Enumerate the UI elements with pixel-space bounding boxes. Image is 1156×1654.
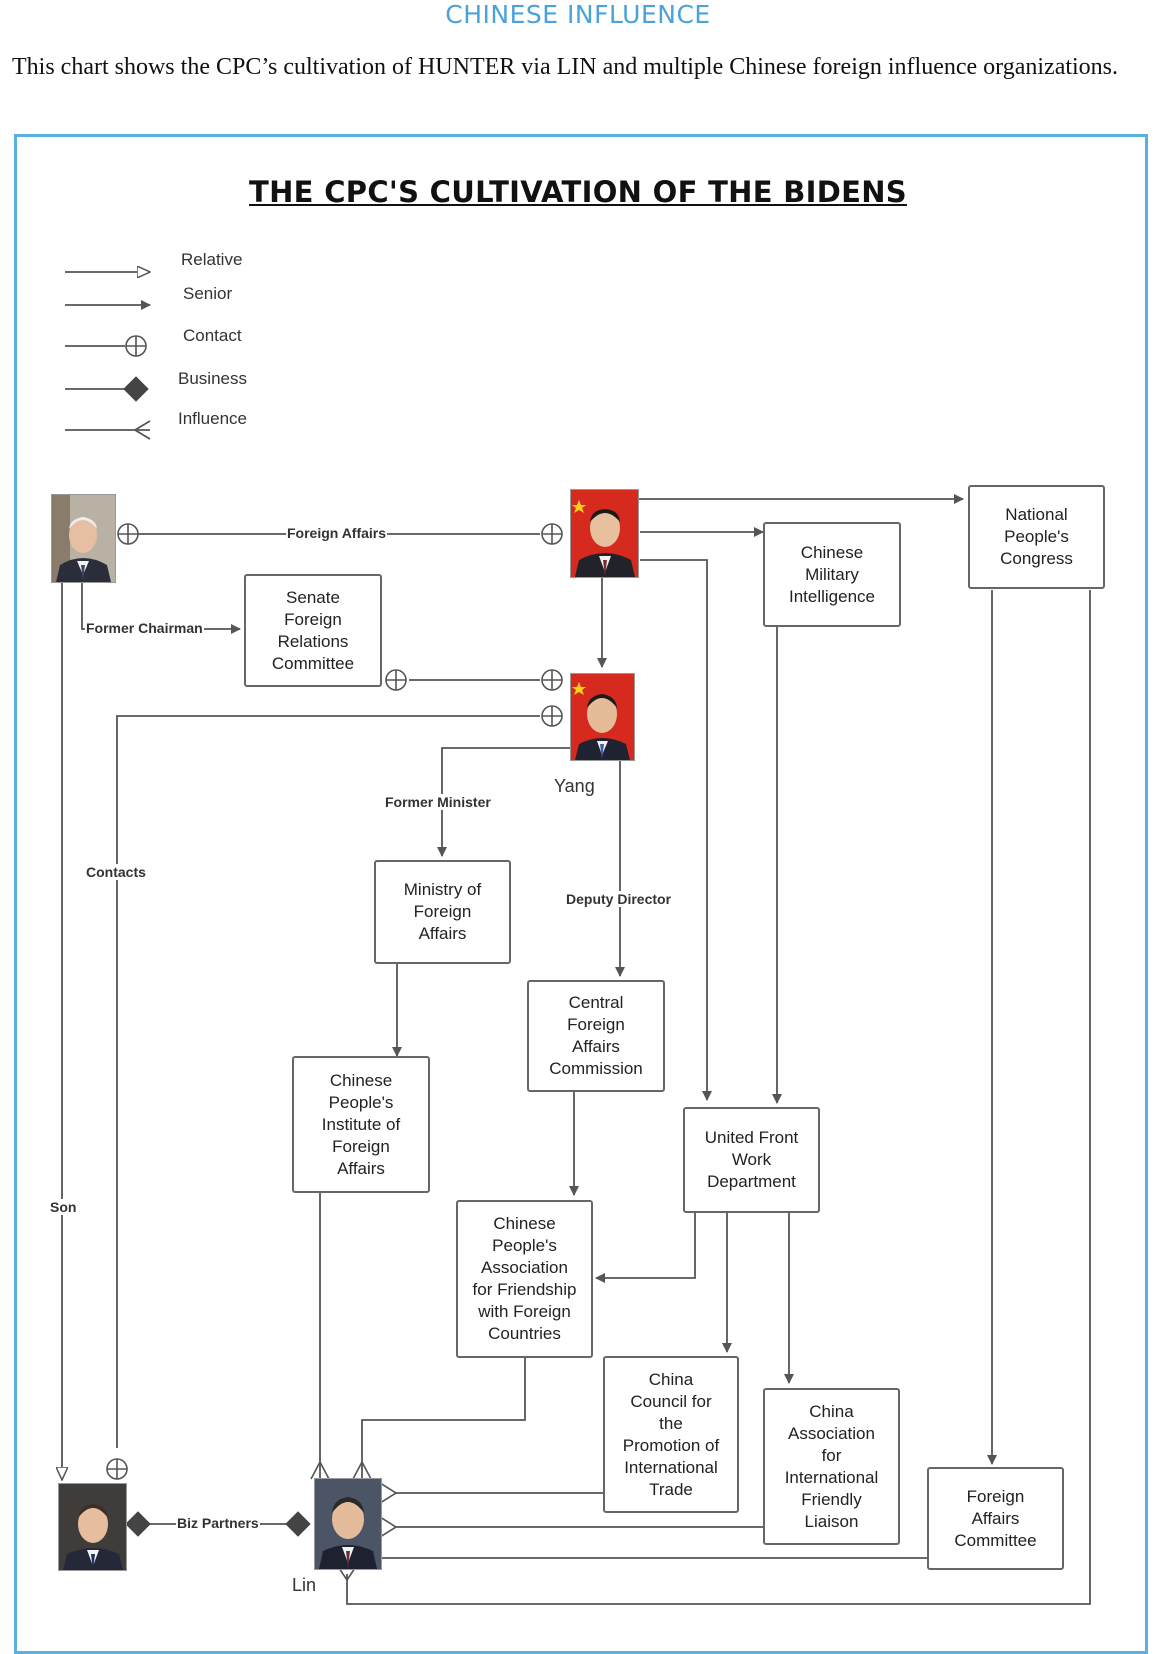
yang-label: Yang: [554, 776, 595, 796]
legend-label-business: Business: [178, 369, 247, 388]
node-central-foreign-affairs-commission: Central Foreign Affairs Commission: [527, 980, 665, 1092]
edge-label-son: Son: [49, 1199, 78, 1215]
node-national-peoples-congress: National People's Congress: [968, 485, 1105, 589]
node-senate-foreign-relations-committee: Senate Foreign Relations Committee: [244, 574, 382, 687]
edge-label-deputy-director: Deputy Director: [565, 891, 673, 907]
page-header: CHINESE INFLUENCE: [0, 0, 1156, 30]
node-chinese-peoples-association-for-friendship: Chinese People's Association for Friends…: [456, 1200, 593, 1358]
yang-portrait: [570, 673, 635, 761]
legend-label-contact: Contact: [183, 326, 242, 345]
node-chinese-peoples-institute-of-foreign-affairs: Chinese People's Institute of Foreign Af…: [292, 1056, 430, 1193]
edge-label-contacts: Contacts: [85, 864, 147, 880]
lin-label: Lin: [292, 1575, 317, 1595]
biden-portrait: [51, 494, 116, 583]
diagram-title: THE CPC'S CULTIVATION OF THE BIDENS: [249, 175, 907, 209]
node-chinese-military-intelligence: Chinese Military Intelligence: [763, 522, 901, 627]
node-foreign-affairs-committee: Foreign Affairs Committee: [927, 1467, 1064, 1570]
legend-label-influence: Influence: [178, 409, 247, 428]
page-header-title: CHINESE INFLUENCE: [445, 0, 711, 29]
legend-label-senior: Senior: [183, 284, 233, 303]
edge-label-former-minister: Former Minister: [384, 794, 492, 810]
legend-label-relative: Relative: [181, 250, 243, 269]
edge-label-foreign-affairs: Foreign Affairs: [286, 525, 388, 541]
edge-label-biz-partners: Biz Partners: [176, 1515, 260, 1531]
node-united-front-work-department: United Front Work Department: [683, 1107, 820, 1213]
edge-label-former-chairman: Former Chairman: [85, 620, 204, 636]
xi-portrait: [570, 489, 639, 578]
node-china-council-for-promotion-of-trade: China Council for the Promotion of Inter…: [603, 1356, 739, 1513]
lin-portrait: [314, 1478, 382, 1570]
node-ministry-of-foreign-affairs: Ministry of Foreign Affairs: [374, 860, 511, 964]
intro-text: This chart shows the CPC’s cultivation o…: [12, 54, 1119, 80]
hunter-portrait: [58, 1483, 127, 1571]
node-china-association-for-international-friendly-liaison: China Association for International Frie…: [763, 1388, 900, 1545]
